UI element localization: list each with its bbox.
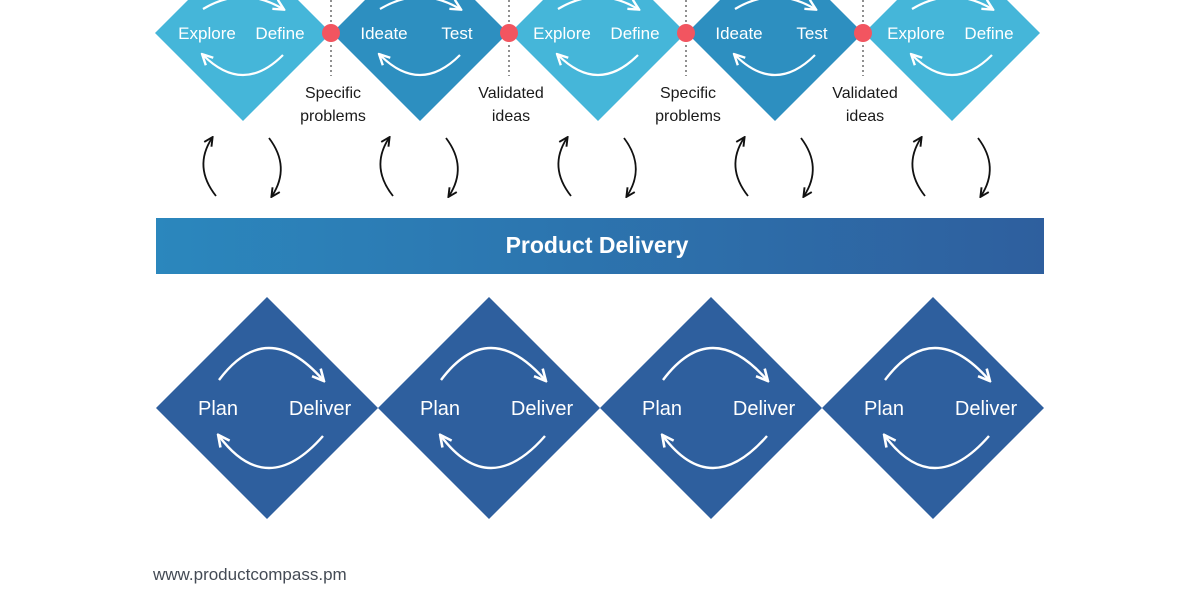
- diamond-right-label: Deliver: [289, 398, 352, 420]
- forward-arrow-icon: [202, 0, 283, 9]
- forward-arrow-icon: [440, 346, 545, 380]
- checkpoint-caption-line2: problems: [655, 108, 721, 125]
- return-arrow-icon: [441, 436, 546, 470]
- checkpoint-dot-icon: [677, 24, 695, 42]
- discovery-track: Explore Define Ideate Test Explore Define Idea…: [155, 0, 1040, 125]
- diamond-right-label: Deliver: [511, 398, 574, 420]
- forward-arrow-icon: [379, 0, 460, 9]
- footer-url: www.productcompass.pm: [153, 565, 347, 584]
- checkpoint-dot-icon: [322, 24, 340, 42]
- forward-arrow-icon: [734, 0, 815, 9]
- checkpoint: Validated ideas: [478, 0, 544, 125]
- diamond-right-label: Define: [610, 24, 659, 43]
- return-arrow-icon: [380, 55, 461, 76]
- diamond-shape: [378, 297, 600, 519]
- delivery-diamond: Plan Deliver: [378, 297, 600, 519]
- diamond-left-label: Plan: [420, 398, 460, 420]
- checkpoint-caption-line1: Validated: [832, 85, 898, 102]
- discovery-diamond: Explore Define: [510, 0, 686, 121]
- checkpoint: Specific problems: [655, 0, 721, 125]
- diamond-shape: [687, 0, 863, 121]
- return-arrow-icon: [203, 55, 284, 76]
- return-arrow-icon: [735, 55, 816, 76]
- diamond-left-label: Ideate: [360, 24, 407, 43]
- down-arc-arrow-icon: [800, 137, 814, 196]
- checkpoint-caption-line2: ideas: [846, 108, 884, 125]
- diamond-shape: [600, 297, 822, 519]
- diamond-right-label: Deliver: [733, 398, 796, 420]
- diamond-shape: [155, 0, 331, 121]
- diamond-shape: [510, 0, 686, 121]
- down-arc-arrow-icon: [445, 137, 459, 196]
- band-title: Product Delivery: [506, 232, 689, 258]
- band-bar: [156, 218, 1044, 274]
- checkpoint-caption-line1: Specific: [660, 85, 716, 102]
- checkpoint: Validated ideas: [832, 0, 898, 125]
- up-arc-arrow-icon: [734, 138, 749, 197]
- delivery-diamond: Plan Deliver: [600, 297, 822, 519]
- forward-arrow-icon: [218, 346, 323, 380]
- diamond-left-label: Explore: [887, 24, 945, 43]
- return-arrow-icon: [219, 436, 324, 470]
- diamond-shape: [864, 0, 1040, 121]
- up-arc-arrow-icon: [202, 138, 217, 197]
- return-arrow-icon: [885, 436, 990, 470]
- diamond-shape: [822, 297, 1044, 519]
- down-arc-arrow-icon: [977, 137, 991, 196]
- connector-pair: [202, 137, 282, 197]
- up-arc-arrow-icon: [557, 138, 572, 197]
- discovery-diamond: Ideate Test: [687, 0, 863, 121]
- diamond-left-label: Ideate: [715, 24, 762, 43]
- checkpoint-dot-icon: [854, 24, 872, 42]
- up-arc-arrow-icon: [911, 138, 926, 197]
- track-connectors: [202, 137, 991, 197]
- checkpoint-caption-line2: ideas: [492, 108, 530, 125]
- discovery-diamond: Explore Define: [155, 0, 331, 121]
- forward-arrow-icon: [557, 0, 638, 9]
- diamond-right-label: Define: [964, 24, 1013, 43]
- checkpoint-caption-line1: Validated: [478, 85, 544, 102]
- delivery-track: Plan Deliver Plan Deliver Plan Deliver Plan Del…: [156, 297, 1044, 519]
- return-arrow-icon: [663, 436, 768, 470]
- connector-pair: [911, 137, 991, 197]
- up-arc-arrow-icon: [379, 138, 394, 197]
- return-arrow-icon: [558, 55, 639, 76]
- delivery-diamond: Plan Deliver: [156, 297, 378, 519]
- forward-arrow-icon: [884, 346, 989, 380]
- checkpoint-caption-line1: Specific: [305, 85, 361, 102]
- discovery-diamond: Explore Define: [864, 0, 1040, 121]
- diamond-right-label: Deliver: [955, 398, 1018, 420]
- checkpoint-dot-icon: [500, 24, 518, 42]
- diamond-left-label: Explore: [533, 24, 591, 43]
- diamond-right-label: Define: [255, 24, 304, 43]
- down-arc-arrow-icon: [623, 137, 637, 196]
- diamond-left-label: Plan: [864, 398, 904, 420]
- delivery-diamond: Plan Deliver: [822, 297, 1044, 519]
- connector-pair: [379, 137, 459, 197]
- diamond-left-label: Explore: [178, 24, 236, 43]
- down-arc-arrow-icon: [268, 137, 282, 196]
- diamond-shape: [332, 0, 508, 121]
- diamond-right-label: Test: [796, 24, 827, 43]
- checkpoint-caption-line2: problems: [300, 108, 366, 125]
- diamond-left-label: Plan: [642, 398, 682, 420]
- diamond-left-label: Plan: [198, 398, 238, 420]
- connector-pair: [557, 137, 637, 197]
- forward-arrow-icon: [911, 0, 992, 9]
- return-arrow-icon: [912, 55, 993, 76]
- diamond-right-label: Test: [441, 24, 472, 43]
- discovery-diamond: Ideate Test: [332, 0, 508, 121]
- connector-pair: [734, 137, 814, 197]
- checkpoint: Specific problems: [300, 0, 366, 125]
- product-delivery-band: Product Delivery: [156, 218, 1044, 274]
- forward-arrow-icon: [662, 346, 767, 380]
- diamond-shape: [156, 297, 378, 519]
